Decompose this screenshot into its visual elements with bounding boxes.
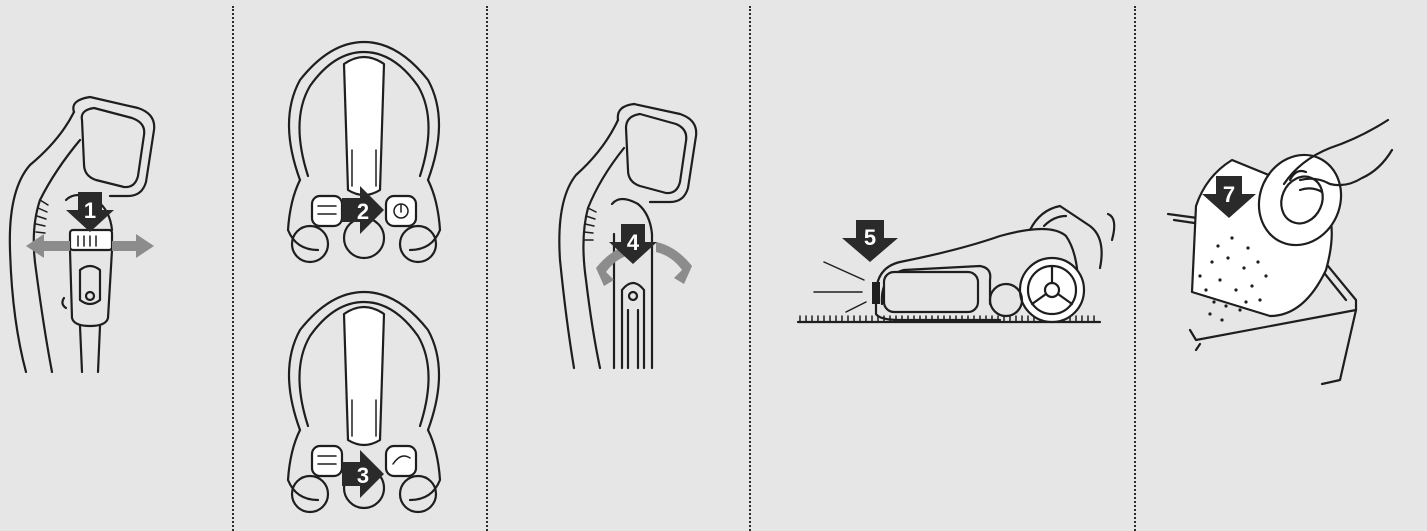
step-7-number: 7 (1223, 182, 1235, 207)
